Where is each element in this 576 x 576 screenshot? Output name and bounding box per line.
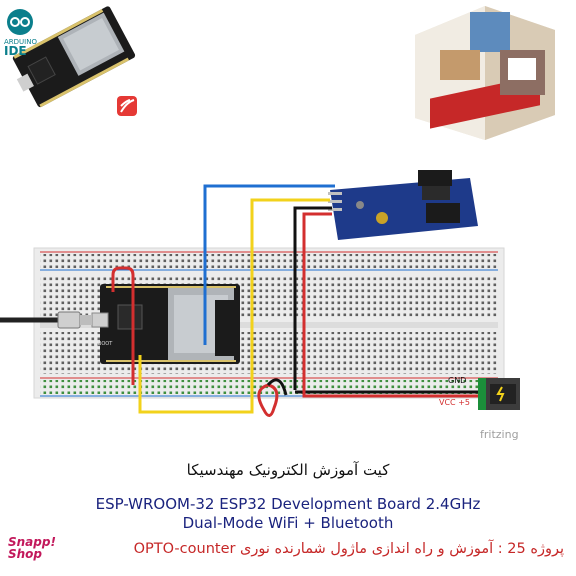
snappshop-logo: Snapp! Shop (8, 535, 56, 561)
esp32-board-photo (7, 6, 137, 116)
usb-cable (0, 311, 92, 329)
arduino-ide-logo (7, 9, 33, 35)
boot-label: BOOT (98, 341, 113, 347)
arduino-logo-text: ARDUINO (4, 38, 37, 46)
esp32-devkit: BOOT (91, 284, 240, 364)
espressif-logo (117, 96, 137, 116)
gnd-label: GND (448, 376, 466, 385)
wire-blue (203, 184, 335, 345)
project-title: پروژه 25 : آموزش و راه اندازی ماژول شمار… (133, 541, 564, 557)
board-description-line2: Dual-Mode WiFi + Bluetooth (182, 514, 394, 532)
ide-logo-text: IDE (4, 44, 27, 58)
vcc-label: VCC +5 (439, 398, 470, 407)
board-description-line1: ESP-WROOM-32 ESP32 Development Board 2.4… (95, 495, 481, 513)
kit-title: کیت آموزش الکترونیک مهندسیکا (186, 461, 390, 479)
fritzing-watermark: fritzing (480, 428, 519, 441)
wire-black (293, 206, 480, 394)
kit-box-photo (415, 6, 555, 140)
power-jack (478, 378, 520, 410)
wire-yellow (138, 198, 330, 414)
wire-red (111, 212, 482, 417)
opto-counter-module (328, 170, 478, 240)
